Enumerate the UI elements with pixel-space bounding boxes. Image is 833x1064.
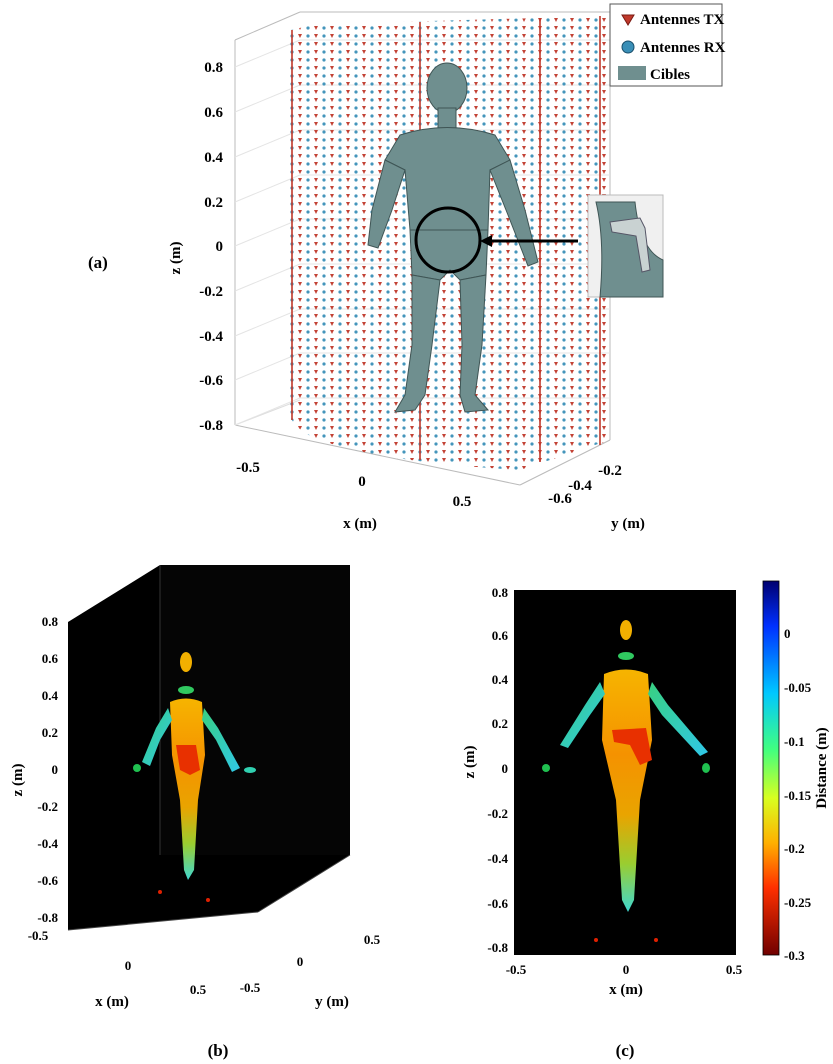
z-tick: -0.6 [37, 873, 58, 888]
z-tick: -0.6 [199, 373, 223, 389]
y-tick: -0.5 [240, 980, 261, 995]
z-tick: 0.8 [204, 60, 223, 76]
z-tick: 0 [216, 239, 224, 255]
colorbar-tick: -0.05 [784, 680, 812, 695]
panel-b-caption: (b) [208, 1041, 229, 1060]
panel-c-x-label: x (m) [609, 982, 643, 998]
x-tick: -0.5 [236, 460, 260, 476]
colorbar-tick: 0 [784, 626, 791, 641]
colorbar-tick: -0.1 [784, 734, 805, 749]
x-tick: -0.5 [506, 962, 527, 977]
x-tick: 0.5 [726, 962, 743, 977]
panel-b-x-label: x (m) [95, 994, 129, 1010]
z-tick: -0.4 [487, 851, 508, 866]
panel-a-z-ticks: 0.8 0.6 0.4 0.2 0 -0.2 -0.4 -0.6 -0.8 [199, 60, 223, 434]
x-tick: 0 [358, 474, 366, 490]
panel-a-caption: (a) [88, 253, 108, 272]
z-tick: 0.2 [204, 195, 223, 211]
panel-a: 0.8 0.6 0.4 0.2 0 -0.2 -0.4 -0.6 -0.8 z … [88, 3, 726, 532]
panel-c-caption: (c) [616, 1041, 635, 1060]
panel-a-z-label: z (m) [168, 242, 184, 275]
z-tick: 0 [502, 761, 509, 776]
panel-c-z-ticks: 0.8 0.6 0.4 0.2 0 -0.2 -0.4 -0.6 -0.8 [487, 585, 508, 955]
z-tick: -0.2 [37, 799, 58, 814]
legend-target: Cibles [650, 67, 690, 83]
colorbar-label: Distance (m) [814, 727, 830, 808]
z-tick: 0.4 [204, 150, 223, 166]
z-tick: -0.2 [199, 284, 223, 300]
legend-tx: Antennes TX [640, 12, 724, 28]
x-tick: 0 [623, 962, 630, 977]
x-tick: -0.5 [28, 928, 49, 943]
x-tick: 0.5 [453, 494, 472, 510]
z-tick: -0.4 [199, 329, 223, 345]
z-tick: 0 [52, 762, 59, 777]
z-tick: -0.8 [487, 940, 508, 955]
z-tick: 0.4 [492, 672, 509, 687]
panel-a-y-label: y (m) [611, 516, 645, 532]
colorbar-tick: -0.2 [784, 841, 805, 856]
colorbar-ticks: 0 -0.05 -0.1 -0.15 -0.2 -0.25 -0.3 [784, 626, 812, 963]
weapon-inset [587, 194, 664, 298]
legend-rx: Antennes RX [640, 40, 726, 56]
panel-b-reconstruction [133, 652, 256, 902]
z-tick: 0.2 [492, 716, 508, 731]
z-tick: -0.6 [487, 896, 508, 911]
rx-marker-icon [621, 40, 635, 54]
panel-a-x-label: x (m) [343, 516, 377, 532]
panel-c-reconstruction [542, 620, 710, 942]
weapon-highlight [414, 206, 578, 274]
y-tick: 0.5 [364, 932, 381, 947]
y-tick: -0.6 [548, 491, 572, 507]
tx-marker-icon [621, 14, 635, 26]
z-tick: 0.6 [492, 628, 509, 643]
y-tick: 0 [297, 954, 304, 969]
y-tick: -0.2 [598, 463, 622, 479]
z-tick: 0.6 [42, 651, 59, 666]
x-tick: 0 [125, 958, 132, 973]
panel-c-z-label: z (m) [462, 746, 478, 779]
z-tick: 0.8 [42, 614, 59, 629]
z-tick: 0.4 [42, 688, 59, 703]
panel-b-z-label: z (m) [10, 764, 26, 797]
panel-b-y-label: y (m) [315, 994, 349, 1010]
z-tick: -0.8 [199, 418, 223, 434]
x-tick: 0.5 [190, 982, 207, 997]
panel-c: 0.8 0.6 0.4 0.2 0 -0.2 -0.4 -0.6 -0.8 z … [462, 580, 830, 1060]
z-tick: 0.8 [492, 585, 509, 600]
z-tick: -0.8 [37, 910, 58, 925]
colorbar-tick: -0.25 [784, 895, 812, 910]
colorbar-tick: -0.15 [784, 788, 812, 803]
z-tick: -0.2 [487, 806, 508, 821]
panel-b-z-ticks: 0.8 0.6 0.4 0.2 0 -0.2 -0.4 -0.6 -0.8 -0… [28, 614, 59, 943]
panel-b: 0.8 0.6 0.4 0.2 0 -0.2 -0.4 -0.6 -0.8 -0… [10, 565, 381, 1060]
z-tick: 0.6 [204, 105, 223, 121]
target-swatch [618, 66, 646, 80]
y-tick: -0.4 [568, 478, 592, 494]
z-tick: -0.4 [37, 836, 58, 851]
z-tick: 0.2 [42, 725, 58, 740]
colorbar-tick: -0.3 [784, 948, 805, 963]
legend: Antennes TX Antennes RX Cibles [609, 3, 726, 87]
colorbar [762, 580, 780, 956]
